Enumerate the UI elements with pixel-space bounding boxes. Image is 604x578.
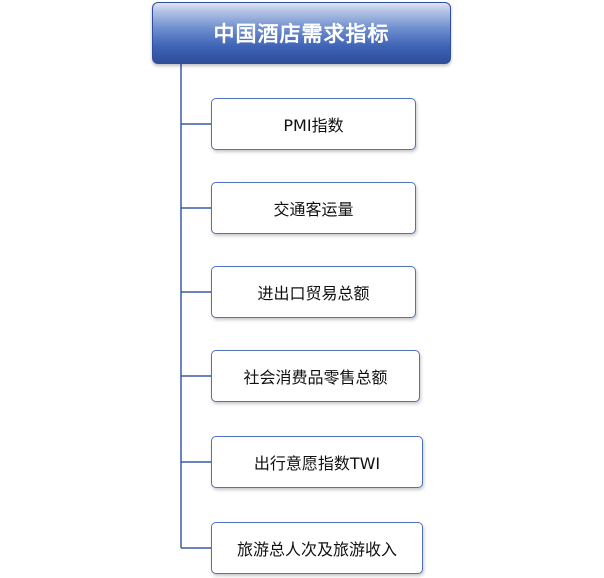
root-node-label: 中国酒店需求指标 [213,22,390,46]
child-node-pmi: PMI指数 [211,98,416,150]
child-node-label: 交通客运量 [273,200,354,219]
child-node-retail-sales: 社会消费品零售总额 [211,350,420,402]
child-node-travel-willingness: 出行意愿指数TWI [211,436,423,488]
root-node: 中国酒店需求指标 [152,2,451,64]
child-node-tourism: 旅游总人次及旅游收入 [211,522,423,574]
child-node-passenger-traffic: 交通客运量 [211,182,416,234]
child-node-label: 出行意愿指数TWI [253,454,381,473]
child-node-label: 社会消费品零售总额 [243,368,388,387]
child-node-label: 旅游总人次及旅游收入 [236,540,397,559]
child-node-label: 进出口贸易总额 [257,284,370,303]
child-node-label: PMI指数 [283,116,344,135]
child-node-trade-volume: 进出口贸易总额 [211,266,416,318]
